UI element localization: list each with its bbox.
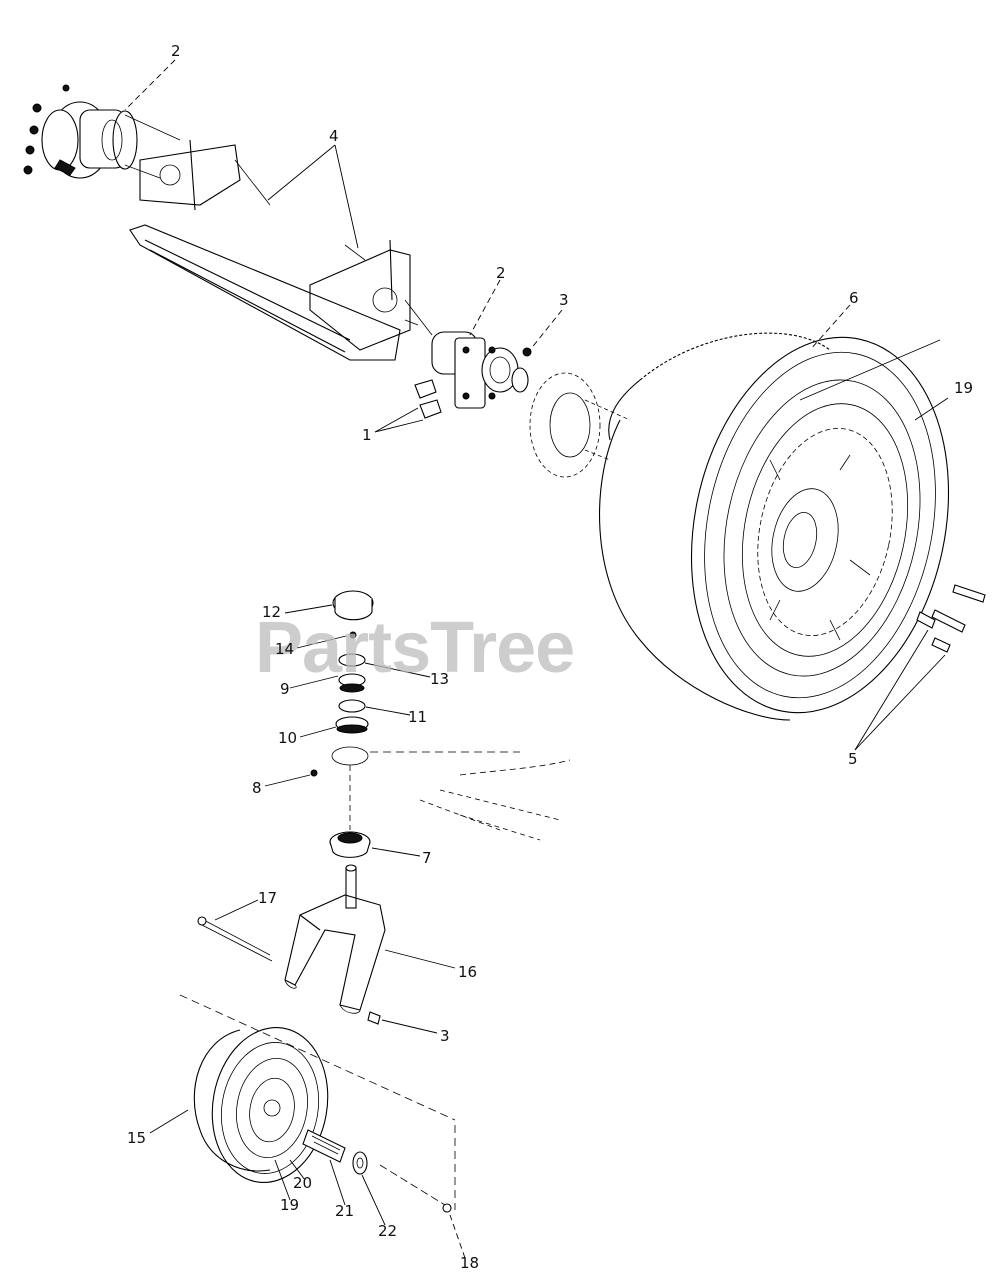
axle-bolt — [197, 916, 273, 962]
wheel-motor-right — [404, 299, 532, 419]
drive-tire — [598, 332, 950, 721]
callout-19: 19 — [280, 1196, 299, 1214]
callout-20: 20 — [293, 1174, 312, 1192]
callout-11: 11 — [408, 708, 427, 726]
callouts: 2 4 2 3 1 6 19 5 12 14 13 9 11 10 8 7 17… — [127, 42, 973, 1272]
callout-4: 4 — [329, 127, 339, 145]
callout-10: 10 — [278, 729, 297, 747]
callout-1: 1 — [362, 426, 372, 444]
callout-5: 5 — [848, 750, 858, 768]
wheel-motor-left — [23, 84, 181, 179]
callout-21: 21 — [335, 1202, 354, 1220]
callout-15: 15 — [127, 1129, 146, 1147]
callout-7: 7 — [422, 849, 432, 867]
caster-wheel — [179, 994, 456, 1210]
callout-17: 17 — [258, 889, 277, 907]
caster-bearing-stack — [310, 590, 571, 858]
callout-9: 9 — [280, 680, 290, 698]
callout-13: 13 — [430, 670, 449, 688]
axle-frame — [129, 139, 419, 361]
callout-6: 6 — [849, 289, 859, 307]
callout-16: 16 — [458, 963, 477, 981]
callout-2: 2 — [171, 42, 181, 60]
callout-3: 3 — [559, 291, 569, 309]
callout-19: 19 — [954, 379, 973, 397]
caster-spacer — [302, 1129, 452, 1213]
callout-3: 3 — [440, 1027, 450, 1045]
lug-bolts — [916, 584, 986, 653]
caster-fork — [284, 864, 386, 1025]
wheel-hub — [529, 372, 631, 478]
callout-18: 18 — [460, 1254, 479, 1272]
callout-12: 12 — [262, 603, 281, 621]
callout-14: 14 — [275, 640, 294, 658]
leader-lines — [124, 59, 949, 1259]
callout-2: 2 — [496, 264, 506, 282]
callout-8: 8 — [252, 779, 262, 797]
watermark: PartsTree — [255, 608, 574, 688]
callout-22: 22 — [378, 1222, 397, 1240]
